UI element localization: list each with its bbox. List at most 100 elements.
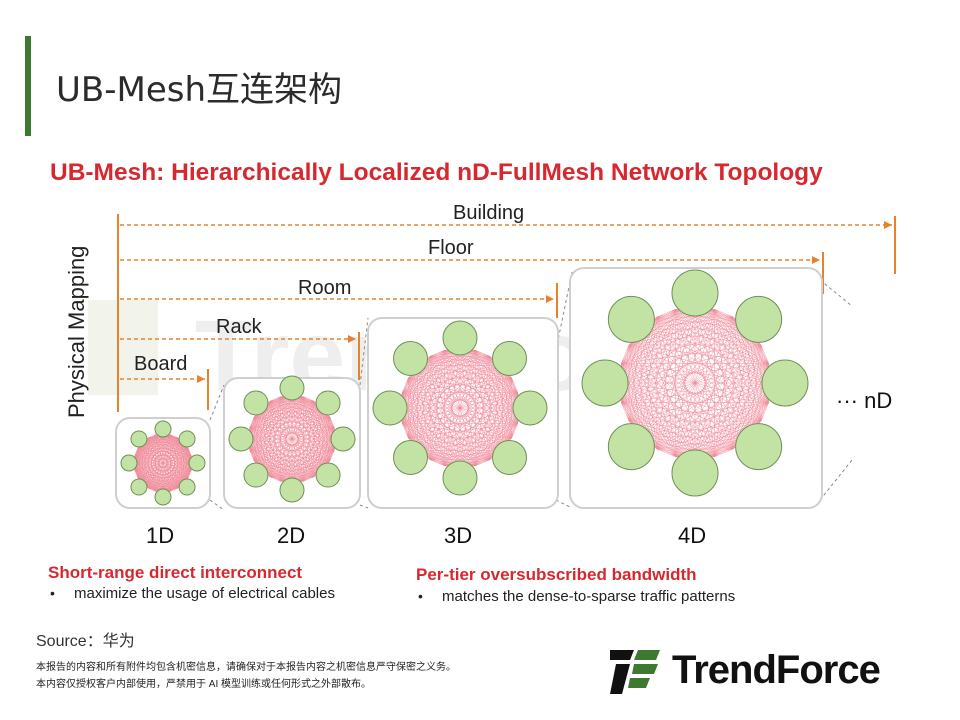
mesh-link — [249, 396, 281, 428]
mesh-link — [148, 437, 156, 492]
mesh-link — [621, 363, 734, 450]
mesh-link — [429, 356, 512, 439]
mesh-link — [249, 450, 293, 483]
mesh-link — [269, 401, 293, 483]
mesh-link — [155, 434, 192, 471]
mesh-link — [260, 407, 293, 483]
mesh-link — [618, 382, 762, 422]
mesh-node — [671, 449, 719, 497]
mesh-link — [656, 316, 750, 438]
mesh-link — [417, 365, 476, 466]
mesh-link — [444, 350, 503, 451]
mesh-link — [417, 365, 518, 393]
mesh-link — [280, 396, 331, 462]
mesh-link — [322, 417, 331, 471]
mesh-link — [253, 407, 262, 461]
mesh-link — [430, 450, 503, 461]
mesh-link — [142, 434, 156, 484]
mesh-link — [249, 427, 304, 482]
mesh-node — [279, 375, 305, 401]
tier-rack: Rack — [120, 316, 360, 380]
mesh-link — [253, 416, 315, 478]
mesh-link — [248, 438, 324, 471]
watermark-logo-mark — [88, 300, 158, 395]
mesh-link — [640, 328, 715, 457]
mesh-link — [400, 350, 445, 409]
mesh-link — [249, 395, 293, 428]
mesh-link — [155, 434, 193, 464]
mesh-panel-4d — [569, 267, 823, 509]
mesh-link — [269, 396, 281, 477]
mesh-link — [134, 434, 156, 471]
mesh-link — [656, 316, 762, 346]
mesh-link — [303, 396, 336, 440]
mesh-link — [628, 344, 769, 403]
mesh-node — [178, 478, 196, 496]
mesh-link — [137, 448, 143, 484]
mesh-link — [621, 402, 696, 460]
mesh-link — [408, 377, 491, 460]
mesh-link — [675, 309, 769, 403]
confidential-notice-line-1: 本报告的内容和所有附件均包含机密信息，请确保对于本报告内容之机密信息严守保密之义… — [36, 662, 456, 673]
mesh-node — [735, 295, 783, 343]
mesh-link — [402, 423, 461, 468]
trendforce-logo-text: TrendForce — [672, 648, 881, 692]
mesh-link — [280, 396, 293, 483]
mesh-node — [130, 478, 148, 496]
mesh-link — [656, 316, 696, 460]
mesh-link — [640, 328, 734, 450]
mesh-link — [628, 363, 769, 422]
mesh-node — [228, 426, 254, 452]
mesh-node — [393, 439, 429, 475]
mesh-link — [444, 350, 491, 460]
mesh-link — [133, 462, 178, 489]
mesh-link — [675, 309, 762, 422]
note-title-oversubscribed: Per-tier oversubscribed bandwidth — [416, 565, 697, 584]
mesh-link — [402, 348, 461, 393]
mesh-link — [656, 328, 750, 450]
mesh-link — [402, 392, 491, 460]
mesh-link — [628, 316, 658, 422]
mesh-link — [628, 344, 734, 450]
mesh-link — [133, 462, 156, 492]
mesh-link — [475, 459, 490, 466]
mesh-link — [502, 365, 513, 438]
source-line: Source：华为 — [36, 633, 135, 650]
mesh-link — [628, 344, 642, 437]
mesh-link — [270, 400, 324, 409]
mesh-link — [155, 434, 178, 489]
mesh-link — [621, 344, 762, 403]
mesh-link — [641, 316, 734, 330]
mesh-link — [675, 316, 734, 457]
mesh-link — [400, 407, 491, 461]
mesh-link — [148, 437, 193, 464]
mesh-panel-1d — [115, 417, 211, 509]
tier-label-board: Board — [134, 353, 187, 375]
mesh-link — [142, 442, 192, 456]
dim-label-1d: 1D — [146, 523, 174, 548]
mesh-link — [511, 423, 518, 438]
mesh-link — [656, 316, 715, 457]
mesh-link — [444, 350, 461, 468]
mesh-link — [407, 377, 461, 468]
note-title-short-range: Short-range direct interconnect — [48, 563, 302, 582]
figure-heading: UB-Mesh: Hierarchically Localized nD-Ful… — [50, 159, 823, 186]
mesh-link — [640, 329, 696, 460]
mesh-link — [260, 400, 314, 409]
dim-label-3d: 3D — [444, 523, 472, 548]
mesh-link — [459, 348, 518, 393]
mesh-link — [714, 448, 734, 457]
mesh-link — [628, 309, 676, 422]
trendforce-logo-mark — [610, 650, 660, 694]
mesh-link — [430, 459, 445, 466]
mesh-link — [640, 328, 762, 422]
mesh-link — [280, 396, 336, 440]
mesh-link — [475, 407, 520, 466]
mesh-link — [429, 356, 445, 466]
mesh-link — [618, 382, 676, 457]
tier-label-building: Building — [453, 202, 524, 224]
mesh-node — [442, 320, 478, 356]
tier-arrows: Building Floor Room Rack Board — [120, 202, 896, 410]
mesh-link — [760, 402, 769, 422]
mesh-link — [142, 442, 164, 493]
